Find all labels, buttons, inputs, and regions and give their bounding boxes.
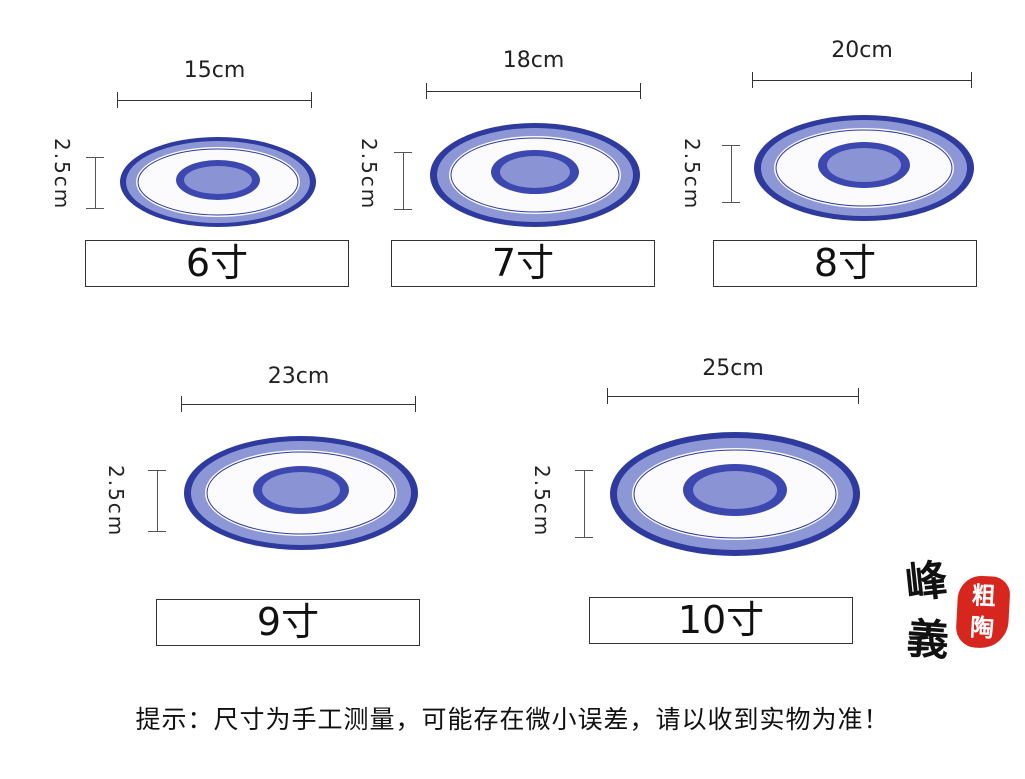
height-dimension	[86, 157, 104, 209]
plate-image	[184, 436, 418, 550]
plate-image	[754, 115, 974, 221]
height-label: 2.5cm	[680, 138, 704, 211]
height-dimension	[575, 470, 593, 538]
size-label: 6寸	[85, 240, 349, 287]
logo-char-1: 峰	[902, 554, 950, 609]
width-dimension	[426, 83, 641, 99]
size-label: 7寸	[391, 240, 655, 287]
measurement-notice: 提示：尺寸为手工测量，可能存在微小误差，请以收到实物为准！	[135, 705, 890, 734]
plate-image	[610, 432, 860, 556]
logo-char-2: 義	[905, 613, 951, 666]
seal-char-bottom: 陶	[969, 613, 995, 643]
width-dimension	[181, 396, 416, 412]
width-dimension	[752, 72, 972, 88]
plate-image	[430, 123, 640, 227]
height-label: 2.5cm	[50, 138, 74, 211]
height-label: 2.5cm	[357, 138, 381, 211]
height-dimension	[394, 152, 412, 210]
width-label: 25cm	[702, 356, 764, 381]
width-dimension	[117, 92, 312, 108]
size-label: 8寸	[713, 240, 977, 287]
width-label: 18cm	[502, 48, 565, 73]
width-label: 23cm	[267, 364, 330, 389]
width-dimension	[607, 388, 859, 404]
height-label: 2.5cm	[104, 465, 128, 538]
height-label: 2.5cm	[530, 465, 554, 538]
plate-image	[120, 137, 316, 227]
red-seal: 粗 陶	[955, 574, 1011, 650]
height-dimension	[722, 145, 740, 203]
seal-char-top: 粗	[971, 581, 997, 611]
size-label: 9寸	[156, 599, 420, 646]
size-label: 10寸	[589, 597, 853, 644]
brand-logo: 峰 義 粗 陶	[895, 548, 1015, 668]
width-label: 15cm	[183, 58, 246, 83]
height-dimension	[148, 470, 166, 532]
width-label: 20cm	[831, 38, 893, 63]
